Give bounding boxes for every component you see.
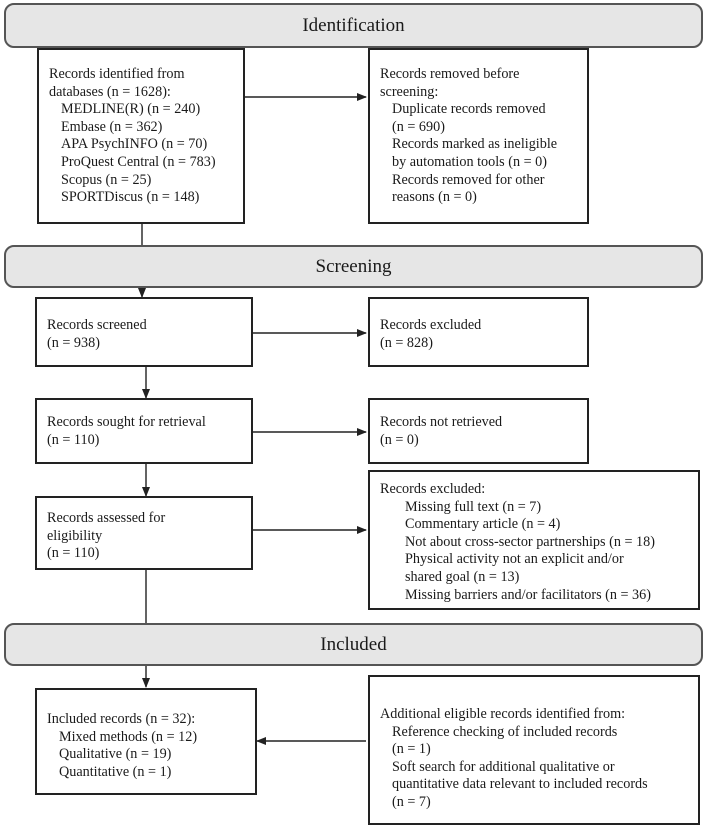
box-line: APA PsychINFO (n = 70) <box>61 136 208 153</box>
box-line: (n = 7) <box>392 793 431 810</box>
box-line: MEDLINE(R) (n = 240) <box>61 101 201 118</box>
box-line: Included records (n = 32): <box>47 711 196 727</box>
box-line: Records assessed for <box>47 510 166 526</box>
box-line: (n = 1) <box>392 741 431 758</box>
phase-included: Included <box>4 623 703 666</box>
records-assessed-box: Records assessed for eligibility (n = 11… <box>35 496 253 570</box>
box-line: (n = 110) <box>47 545 100 562</box>
box-line: Commentary article (n = 4) <box>405 516 561 533</box>
box-line: reasons (n = 0) <box>392 189 477 206</box>
records-screened-box: Records screened (n = 938) <box>35 297 253 367</box>
records-excluded-box: Records excluded (n = 828) <box>368 297 589 367</box>
box-line: Embase (n = 362) <box>61 118 163 135</box>
box-line: Quantitative (n = 1) <box>59 763 172 780</box>
records-sought-box: Records sought for retrieval (n = 110) <box>35 398 253 464</box>
box-line: Records screened <box>47 317 147 333</box>
phase-screening-label: Screening <box>315 255 392 277</box>
box-line: Additional eligible records identified f… <box>380 706 626 722</box>
box-line: screening: <box>380 83 439 100</box>
box-line: Mixed methods (n = 12) <box>59 728 198 745</box>
box-line: shared goal (n = 13) <box>405 568 520 585</box>
phase-identification: Identification <box>4 3 703 48</box>
box-line: (n = 938) <box>47 334 100 351</box>
box-line: Qualitative (n = 19) <box>59 746 172 763</box>
phase-identification-label: Identification <box>302 14 405 36</box>
box-line: Scopus (n = 25) <box>61 171 152 188</box>
records-excluded-fulltext-box: Records excluded: Missing full text (n =… <box>368 470 700 610</box>
box-line: Reference checking of included records <box>392 723 618 740</box>
box-line: eligibility <box>47 527 103 544</box>
box-line: (n = 690) <box>392 118 445 135</box>
records-removed-box: Records removed before screening: Duplic… <box>368 48 589 224</box>
box-line: Not about cross-sector partnerships (n =… <box>405 533 655 550</box>
box-line: Records marked as ineligible <box>392 136 558 153</box>
box-line: (n = 110) <box>47 431 100 448</box>
box-line: Missing barriers and/or facilitators (n … <box>405 586 651 603</box>
box-line: Duplicate records removed <box>392 101 546 118</box>
box-line: databases (n = 1628): <box>49 83 171 100</box>
box-line: Missing full text (n = 7) <box>405 498 542 515</box>
box-line: quantitative data relevant to included r… <box>392 776 648 793</box>
additional-records-box: Additional eligible records identified f… <box>368 675 700 825</box>
box-line: Records excluded <box>380 317 482 333</box>
box-line: Records excluded: <box>380 481 486 497</box>
records-identified-box: Records identified from databases (n = 1… <box>37 48 245 224</box>
box-line: Physical activity not an explicit and/or <box>405 551 624 568</box>
box-line: Records removed for other <box>392 171 545 188</box>
box-line: Soft search for additional qualitative o… <box>392 758 615 775</box>
included-records-box: Included records (n = 32): Mixed methods… <box>35 688 257 795</box>
phase-included-label: Included <box>320 633 387 655</box>
box-line: ProQuest Central (n = 783) <box>61 153 216 170</box>
phase-screening: Screening <box>4 245 703 288</box>
box-line: (n = 828) <box>380 334 433 351</box>
records-not-retrieved-box: Records not retrieved (n = 0) <box>368 398 589 464</box>
box-line: Records not retrieved <box>380 414 503 430</box>
box-line: (n = 0) <box>380 431 419 448</box>
box-line: Records removed before <box>380 66 520 82</box>
box-line: Records identified from <box>49 66 185 82</box>
box-line: Records sought for retrieval <box>47 414 206 430</box>
box-line: by automation tools (n = 0) <box>392 153 547 170</box>
box-line: SPORTDiscus (n = 148) <box>61 189 200 206</box>
